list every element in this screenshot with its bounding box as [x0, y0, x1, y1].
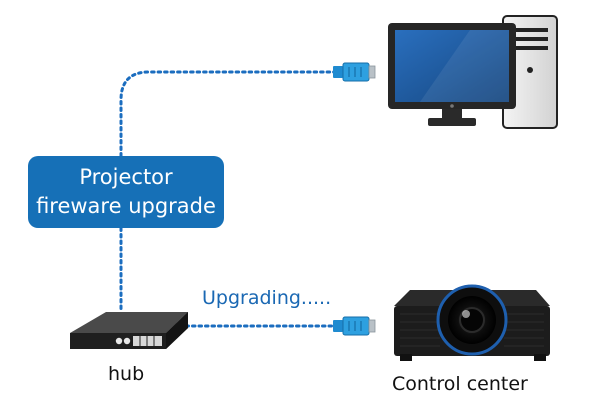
upgrade-box-label: Projector fireware upgrade: [28, 156, 224, 228]
projector-icon: [394, 284, 550, 361]
ethernet-plug-icon: [333, 62, 376, 82]
network-hub-icon: [70, 312, 188, 349]
upgrade-box-line1: Projector: [79, 165, 173, 189]
upgrade-box: [28, 156, 224, 228]
cable-to-computer: [119, 70, 338, 158]
hub-label: hub: [108, 363, 145, 385]
control-center-label: Control center: [392, 373, 528, 395]
upgrade-status-text: Upgrading.....: [202, 287, 332, 309]
network-cables: [119, 70, 338, 328]
desktop-monitor-icon: [388, 23, 516, 126]
ethernet-plug-icon: [333, 316, 376, 336]
upgrade-box-line2: fireware upgrade: [36, 194, 216, 218]
